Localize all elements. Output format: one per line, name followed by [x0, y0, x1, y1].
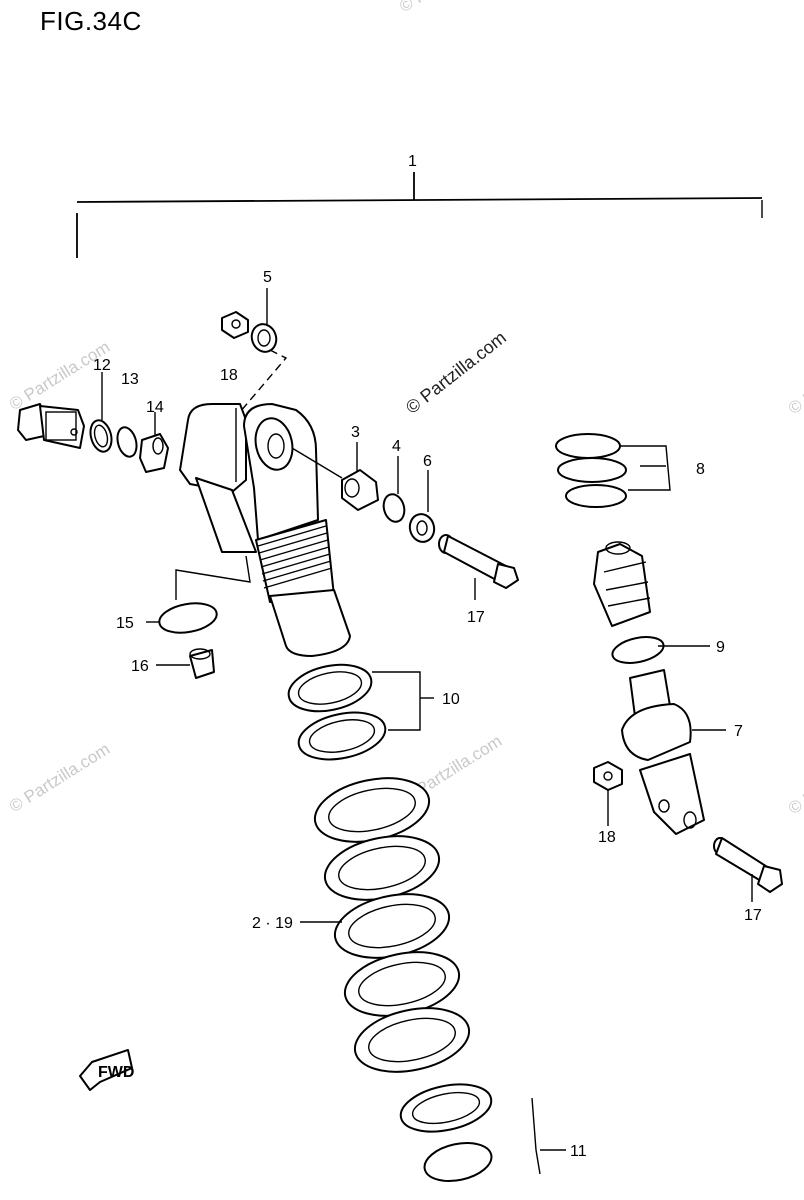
- cap-16: [189, 648, 215, 679]
- callout-1: 1: [408, 153, 417, 170]
- shock-body: [179, 403, 351, 657]
- washer-13: [116, 426, 138, 458]
- callout-16: 16: [131, 658, 149, 675]
- lock-nut-10-upper: [287, 663, 373, 713]
- assembly-bracket: [76, 172, 763, 258]
- callout-5: 5: [263, 269, 272, 286]
- bolt-17-lower: [713, 837, 783, 893]
- leader-lines: [101, 288, 753, 1175]
- callout-12: 12: [93, 357, 111, 374]
- callout-3: 3: [351, 424, 360, 441]
- callout-18-lower: 18: [598, 829, 616, 846]
- callout-6: 6: [423, 453, 432, 470]
- bushing-14: [139, 433, 169, 473]
- callout-2-19: 2 · 19: [252, 915, 293, 932]
- callout-10: 10: [442, 691, 460, 708]
- callout-11: 11: [570, 1143, 587, 1160]
- washer-5: [250, 323, 278, 353]
- bushing-3: [341, 469, 379, 511]
- o-ring-4: [382, 493, 406, 523]
- ring-9: [611, 636, 665, 664]
- callout-7: 7: [734, 723, 743, 740]
- nut-18-lower: [593, 761, 623, 791]
- o-ring-12: [89, 419, 113, 453]
- bolt-17-upper: [438, 534, 519, 589]
- washer-6: [408, 513, 436, 543]
- callout-9: 9: [716, 639, 725, 656]
- nut-18-top: [221, 311, 249, 339]
- callout-17-lower: 17: [744, 907, 762, 924]
- callout-13: 13: [121, 371, 139, 388]
- callout-8: 8: [696, 461, 705, 478]
- callout-14: 14: [146, 399, 164, 416]
- fwd-label: FWD: [98, 1064, 134, 1081]
- callout-18-upper: 18: [220, 367, 238, 384]
- callout-4: 4: [392, 438, 401, 455]
- clevis-7: [621, 669, 705, 835]
- bump-stop-8: [555, 433, 627, 508]
- coil-spring: [313, 777, 471, 1073]
- o-ring-15: [158, 602, 218, 634]
- callout-17-upper: 17: [467, 609, 485, 626]
- lock-nut-10-lower: [297, 711, 387, 761]
- rebound-rubber: [593, 541, 651, 627]
- fwd-arrow-icon: FWD: [79, 1049, 134, 1091]
- spring-seat-11-lower: [423, 1142, 493, 1182]
- adjuster-knob: [17, 403, 85, 449]
- figure-title: FIG.34C: [40, 6, 142, 36]
- callout-15: 15: [116, 615, 134, 632]
- spring-seat-11-upper: [399, 1083, 493, 1133]
